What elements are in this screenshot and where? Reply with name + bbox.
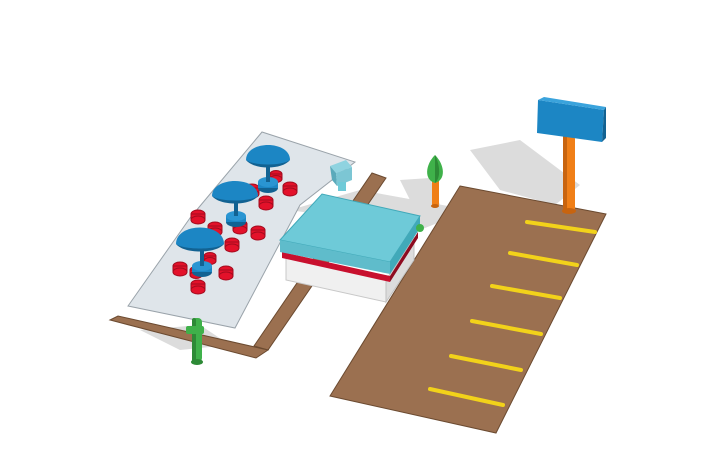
chairs [190, 209, 266, 253]
tree-sapling[interactable] [427, 155, 443, 208]
umbrella-table-middle[interactable] [190, 181, 266, 253]
roof-front-edge [280, 240, 390, 274]
parking-line [508, 251, 579, 267]
umbrella-pole [234, 196, 238, 216]
sign-panel-side [602, 107, 606, 142]
umbrella-table-front[interactable] [172, 227, 234, 295]
parking-line [449, 354, 523, 372]
parking-line [428, 387, 505, 407]
parking-line [470, 319, 543, 336]
umbrella-pole [266, 160, 270, 182]
umbrella-pole [200, 244, 204, 266]
parking-lines [428, 220, 597, 407]
shrub [416, 224, 424, 232]
parking-line [490, 284, 562, 300]
roof-side-edge [390, 216, 420, 274]
roof-trim [282, 252, 390, 282]
sign-panel-top [538, 97, 606, 110]
trash-bin[interactable] [330, 160, 352, 191]
sign-panel-front [537, 100, 604, 142]
pylon-sign[interactable] [537, 97, 606, 214]
umbrella-canopy [246, 145, 290, 166]
umbrella-canopy [212, 181, 258, 202]
umbrella-canopy [176, 227, 224, 250]
restaurant-building[interactable] [279, 193, 424, 304]
parking-lot[interactable] [329, 185, 607, 434]
parking-line [525, 220, 597, 234]
green-pole-sign[interactable] [186, 318, 204, 365]
tree-trunk [432, 178, 439, 206]
